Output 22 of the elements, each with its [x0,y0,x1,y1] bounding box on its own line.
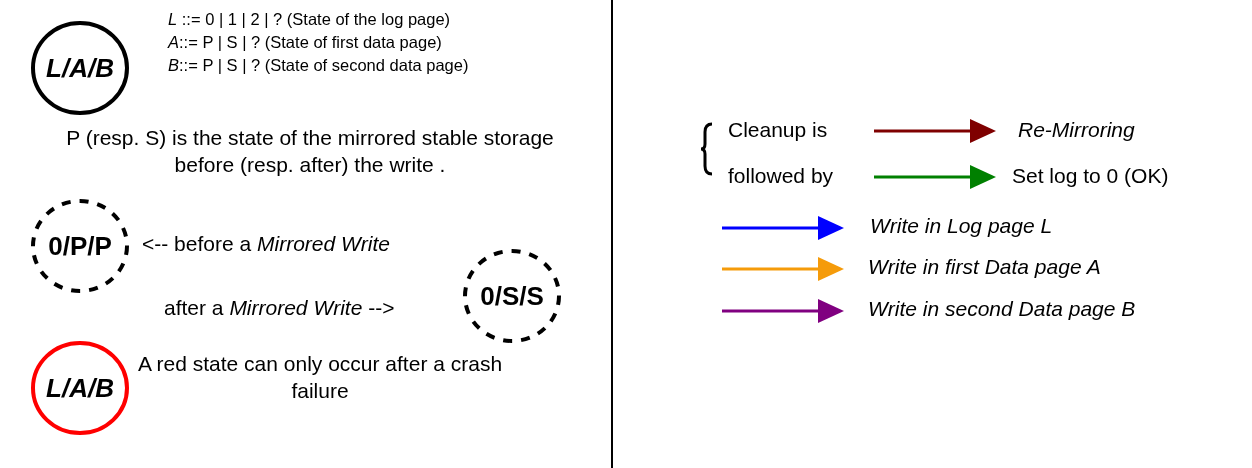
legend-label: Write in Log page L [870,214,1053,238]
dashed-state-circle [30,198,130,294]
note-text: <-- before a Mirrored Write [142,232,390,256]
state-label: 0/P/P [47,230,113,262]
note-text: Cleanup is [728,118,828,142]
legend-label: Re-Mirroring [1018,118,1135,142]
grammar-rule: L ::= 0 | 1 | 2 | ? (State of the log page) [168,10,451,29]
state-circle [30,340,130,436]
state-label: L/A/B [45,52,115,84]
note-text: P (resp. S) is the state of the mirrored stable storage before (resp. after) the write . [65,125,555,179]
legend-label: Set log to 0 (OK) [1012,164,1169,188]
state-label: 0/S/S [479,280,545,312]
note-text: after a Mirrored Write --> [164,296,395,320]
legend-label: Write in second Data page B [868,297,1136,321]
note-text: followed by [728,164,834,188]
note-text: A red state can only occur after a crash failure [136,351,504,405]
state-label: L/A/B [45,372,115,404]
dashed-state-circle [462,248,562,344]
grammar-rule: A::= P | S | ? (State of first data page) [168,33,442,52]
state-circle [30,20,130,116]
grammar-rule: B::= P | S | ? (State of second data page) [168,56,469,75]
legend-label: Write in first Data page A [868,255,1101,279]
